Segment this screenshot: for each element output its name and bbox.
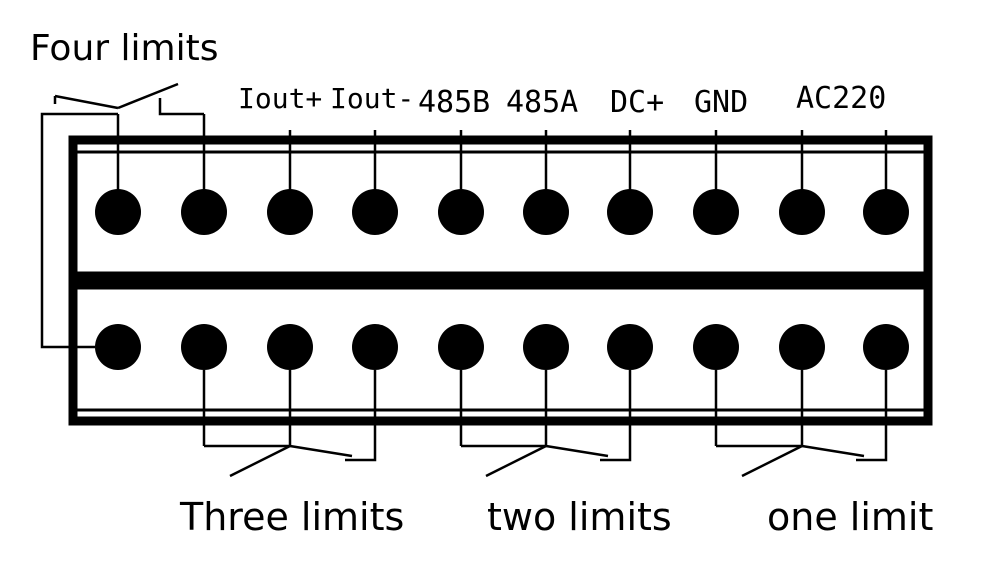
terminal-label-ac220: AC220 <box>796 81 886 116</box>
three-limits-switch <box>204 444 377 478</box>
terminal-screw-bottom-6 <box>523 324 569 370</box>
terminal-screw-bottom-3 <box>267 324 313 370</box>
three-limits-label: Three limits <box>179 495 404 539</box>
terminal-label-iout-minus: Iout- <box>330 82 414 115</box>
two-limits-label: two limits <box>487 495 672 539</box>
four-limits-label: Four limits <box>30 28 218 69</box>
terminal-screw-top-6 <box>523 189 569 235</box>
terminal-screw-bottom-4 <box>352 324 398 370</box>
terminal-screw-bottom-7 <box>607 324 653 370</box>
top-terminal-strip <box>68 135 933 281</box>
terminal-screw-top-3 <box>267 189 313 235</box>
terminal-label-gnd: GND <box>694 85 748 120</box>
top-terminal-leads <box>116 114 888 190</box>
limit-group-labels: Four limits Three limits two limits one … <box>30 28 933 539</box>
terminal-block <box>68 135 933 426</box>
bottom-terminal-leads <box>202 370 888 446</box>
terminal-screw-bottom-10 <box>863 324 909 370</box>
terminal-label-iout-plus: Iout+ <box>238 82 322 115</box>
bottom-terminal-strip <box>68 280 933 426</box>
terminal-screw-bottom-2 <box>181 324 227 370</box>
terminal-screw-top-7 <box>607 189 653 235</box>
terminal-screw-bottom-8 <box>693 324 739 370</box>
top-terminal-row <box>95 189 909 235</box>
four-limits-switch <box>40 82 204 349</box>
terminal-screw-top-10 <box>863 189 909 235</box>
terminal-screw-top-2 <box>181 189 227 235</box>
terminal-screw-top-9 <box>779 189 825 235</box>
terminal-label-485b: 485B <box>418 85 490 120</box>
one-limit-switch <box>716 444 888 478</box>
one-limit-label: one limit <box>767 495 933 539</box>
terminal-screw-top-4 <box>352 189 398 235</box>
terminal-screw-bottom-1 <box>95 324 141 370</box>
terminal-labels: Iout+ Iout- 485B 485A DC+ GND AC220 <box>238 81 886 120</box>
bottom-terminal-row <box>95 324 909 370</box>
terminal-screw-bottom-9 <box>779 324 825 370</box>
terminal-label-dc-plus: DC+ <box>610 85 664 120</box>
two-limits-switch <box>461 444 632 478</box>
terminal-screw-top-8 <box>693 189 739 235</box>
terminal-screw-top-5 <box>438 189 484 235</box>
terminal-screw-top-1 <box>95 189 141 235</box>
terminal-label-485a: 485A <box>506 85 578 120</box>
terminal-screw-bottom-5 <box>438 324 484 370</box>
